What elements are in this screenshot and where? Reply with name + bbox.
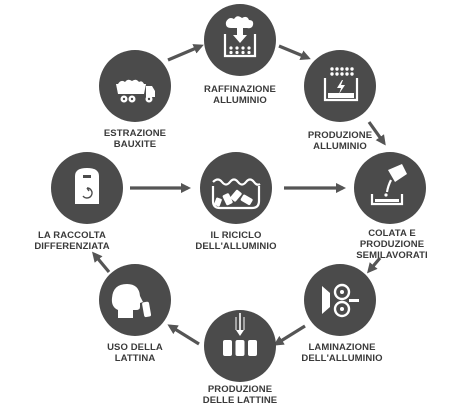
step-uso-lattina [99, 264, 171, 336]
label-line: LA RACCOLTA [38, 230, 106, 241]
can-production-icon [223, 313, 257, 356]
label-laminazione: LAMINAZIONE DELL'ALLUMINIO [292, 342, 392, 364]
refinery-icon [223, 16, 257, 58]
step-produzione-alluminio [304, 50, 376, 122]
label-line: PRODUZIONE [307, 130, 373, 141]
label-raffinazione: RAFFINAZIONE ALLUMINIO [190, 84, 290, 106]
label-line: SEMILAVORATI [356, 250, 428, 261]
step-raccolta [51, 152, 123, 224]
label-line: BAUXITE [113, 139, 157, 150]
label-line: DIFFERENZIATA [34, 241, 110, 252]
electrolysis-cell-icon [323, 67, 359, 102]
label-line: PRODUZIONE [359, 239, 425, 250]
label-line: USO DELLA [107, 342, 163, 353]
step-produzione-lattine [204, 310, 276, 382]
arrow-lattine-to-uso [167, 324, 200, 346]
recycling-bin-icon [75, 168, 99, 204]
step-colata [354, 152, 426, 224]
label-uso-lattina: USO DELLA LATTINA [90, 342, 180, 364]
cycle-arrows [92, 44, 386, 346]
label-line: ALLUMINIO [213, 95, 267, 106]
label-line: RAFFINAZIONE [204, 84, 276, 95]
label-line: DELLE LATTINE [202, 395, 278, 406]
casting-ladle-icon [370, 164, 407, 206]
label-riciclo: IL RICICLO DELL'ALLUMINIO [186, 230, 286, 252]
label-line: LAMINAZIONE [308, 342, 376, 353]
melting-cans-icon [211, 178, 261, 210]
arrow-estrazione-to-raffinazione [167, 44, 204, 62]
mining-truck-icon [116, 79, 155, 103]
label-line: DELL'ALLUMINIO [195, 241, 277, 252]
label-line: DELL'ALLUMINIO [301, 353, 383, 364]
arrow-uso-to-raccolta [92, 251, 111, 274]
drinking-person-icon [111, 284, 152, 318]
label-line: ALLUMINIO [313, 141, 367, 152]
arrow-laminazione-to-lattine [273, 324, 306, 346]
step-estrazione [99, 50, 171, 122]
arrow-colata-to-laminazione [367, 256, 382, 274]
label-line: PRODUZIONE [207, 384, 273, 395]
label-line: LATTINA [114, 353, 156, 364]
label-estrazione: ESTRAZIONE BAUXITE [85, 128, 185, 150]
label-raccolta: LA RACCOLTA DIFFERENZIATA [30, 230, 114, 252]
label-line: COLATA E [368, 228, 416, 239]
label-colata: COLATA E PRODUZIONE SEMILAVORATI [344, 228, 440, 261]
step-riciclo-center [200, 152, 272, 224]
label-produzione-lattine: PRODUZIONE DELLE LATTINE [190, 384, 290, 406]
label-line: ESTRAZIONE [103, 128, 167, 139]
label-produzione-alluminio: PRODUZIONE ALLUMINIO [290, 130, 390, 152]
rolling-mill-icon [322, 283, 359, 318]
step-laminazione [304, 264, 376, 336]
step-raffinazione [204, 4, 276, 76]
arrow-raffinazione-to-produzione [278, 44, 311, 60]
label-line: IL RICICLO [210, 230, 262, 241]
arrow-produzione-to-colata [367, 121, 386, 146]
